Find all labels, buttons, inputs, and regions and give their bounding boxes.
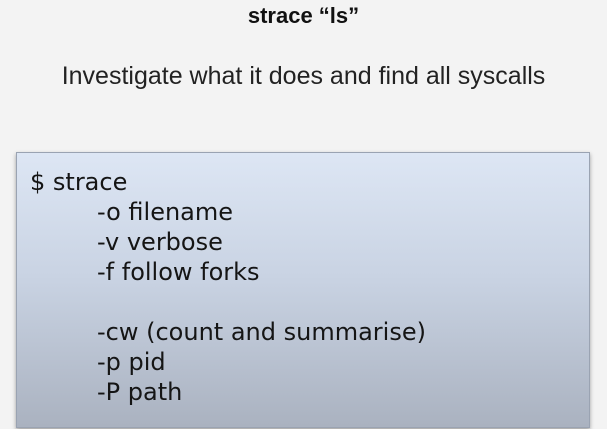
command-box: $ strace -o filename -v verbose -f follo…: [16, 152, 590, 428]
option-pid: -p pid: [97, 348, 166, 376]
slide-title: strace “ls”: [247, 3, 360, 28]
option-follow-forks: -f follow forks: [97, 258, 260, 286]
option-count-summarise: -cw (count and summarise): [97, 318, 426, 346]
option-path: -P path: [97, 378, 183, 406]
command-line: $ strace: [30, 168, 128, 196]
option-output-file: -o filename: [97, 198, 234, 226]
option-verbose: -v verbose: [97, 228, 223, 256]
slide-subtitle: Investigate what it does and find all sy…: [61, 62, 546, 90]
